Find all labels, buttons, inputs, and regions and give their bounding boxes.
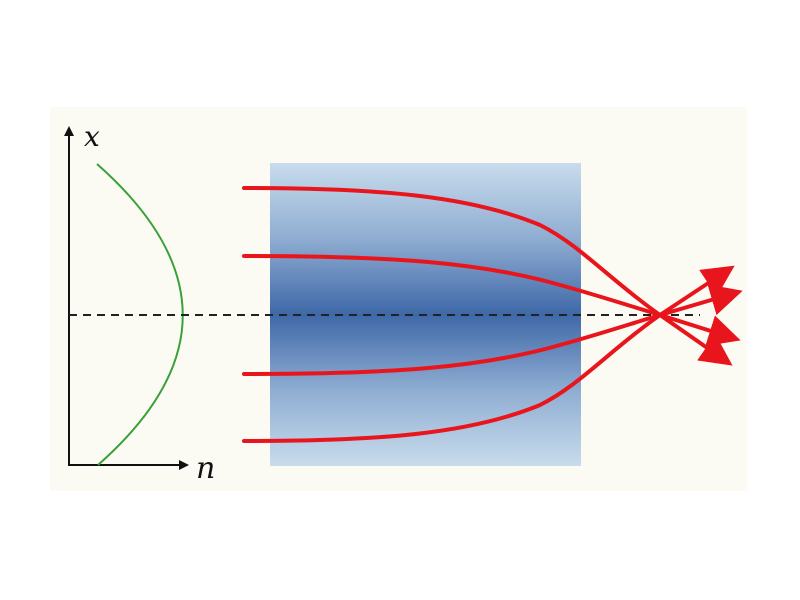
x-axis-label: x xyxy=(84,120,100,153)
ray-2 xyxy=(242,254,743,318)
n-axis-label: n xyxy=(196,451,215,486)
ray-4 xyxy=(242,312,733,443)
ray-3 xyxy=(242,312,741,376)
rays xyxy=(242,186,743,443)
profile-axes: x n xyxy=(64,120,215,486)
ray-1 xyxy=(242,186,735,318)
